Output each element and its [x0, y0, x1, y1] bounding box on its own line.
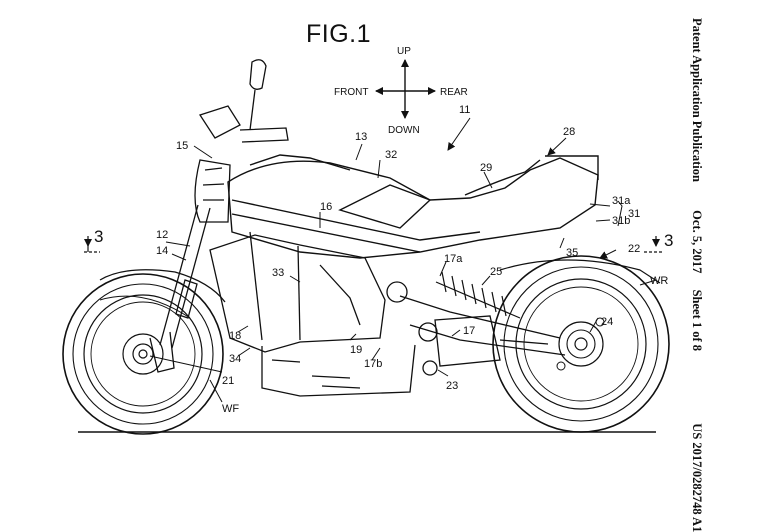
leader-lines: [149, 117, 657, 403]
swing-arm: [386, 281, 566, 356]
ref-25: 25: [490, 266, 502, 278]
ref-31a: 31a: [612, 195, 631, 207]
ref-31b: 31b: [612, 215, 630, 227]
direction-compass: [375, 59, 436, 119]
ref-23: 23: [446, 380, 458, 392]
ref-11: 11: [459, 104, 470, 116]
direction-down: DOWN: [388, 125, 420, 136]
section-marker-rear: [644, 236, 662, 253]
ref-31: 31: [628, 208, 640, 220]
motorcycle-drawing: UP DOWN FRONT REAR 3 3: [62, 46, 673, 435]
front-wheel: [62, 273, 224, 435]
ref-35: 35: [566, 247, 578, 259]
ref-wr: WR: [650, 275, 668, 287]
ref-29: 29: [480, 162, 492, 174]
ref-13: 13: [355, 131, 367, 143]
body-frame: [227, 154, 599, 259]
ref-32: 32: [385, 149, 397, 161]
rear-fender: [499, 259, 661, 284]
ref-24: 24: [601, 316, 613, 328]
section-marker-front: [84, 236, 100, 253]
ref-19: 19: [350, 344, 362, 356]
ref-12: 12: [156, 229, 168, 241]
rear-wheel: [492, 255, 670, 433]
ref-18: 18: [229, 330, 241, 342]
rear-shock: [435, 271, 521, 319]
patent-drawing-sheet: FIG.1 Patent Application Publication Oct…: [62, 18, 704, 532]
ref-21: 21: [222, 375, 234, 387]
ref-15: 15: [176, 140, 188, 152]
direction-rear: REAR: [440, 87, 468, 98]
ref-34: 34: [229, 353, 241, 365]
ref-14: 14: [156, 245, 168, 257]
front-fender: [99, 269, 226, 303]
ref-33: 33: [272, 267, 284, 279]
ref-28: 28: [563, 126, 575, 138]
ref-17a: 17a: [444, 253, 463, 265]
ref-22: 22: [628, 243, 640, 255]
section-mark-front: 3: [94, 227, 103, 246]
ref-17: 17: [463, 325, 475, 337]
direction-up: UP: [397, 46, 411, 57]
figure-title: FIG.1: [306, 20, 372, 48]
power-unit: [209, 231, 416, 397]
direction-front: FRONT: [334, 87, 368, 98]
headlight-assembly: [194, 59, 289, 223]
ref-wf: WF: [222, 403, 239, 415]
motor: [422, 315, 549, 376]
section-mark-rear: 3: [664, 231, 673, 250]
ref-16: 16: [320, 201, 332, 213]
ref-17b: 17b: [364, 358, 382, 370]
front-fork: [149, 204, 211, 373]
